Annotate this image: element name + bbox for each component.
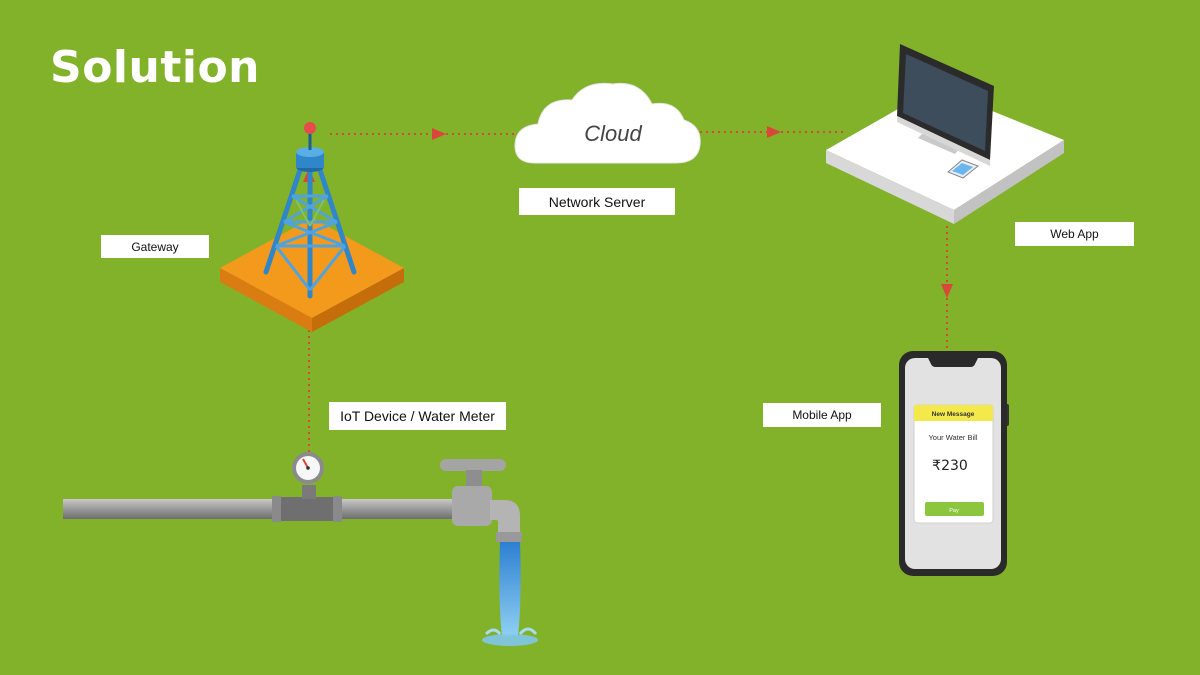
desktop-monitor-icon [897,44,994,484]
network-server-label: Network Server [519,188,675,215]
bill-subtitle: Your Water Bill [928,433,977,442]
pay-button[interactable] [925,502,984,516]
message-header-bar [914,405,993,421]
gateway-label: Gateway [101,235,209,258]
mobile-app-label: Mobile App [763,403,881,427]
web-app-desk-icon [826,44,1064,484]
iot-device-label: IoT Device / Water Meter [329,402,506,430]
water-flow-icon [482,542,538,646]
cloud-icon: Cloud [514,82,701,164]
mobile-phone-icon: New Message Your Water Bill ₹230 Pay [899,351,1009,576]
connector-gateway-to-cloud [330,128,520,140]
pay-button-label: Pay [949,508,959,514]
web-app-label: Web App [1015,222,1134,246]
water-tap-icon [440,459,522,542]
message-header: New Message [932,411,975,418]
gateway-tower-icon [220,122,404,332]
connector-cloud-to-webapp [700,126,845,138]
water-meter-icon [292,452,324,499]
connector-webapp-to-mobile [941,226,953,352]
cloud-text: Cloud [584,121,642,146]
water-pipe-icon [63,496,458,522]
small-phone-icon [947,159,979,179]
slide-title: Solution [50,42,260,93]
bill-amount: ₹230 [932,458,968,474]
